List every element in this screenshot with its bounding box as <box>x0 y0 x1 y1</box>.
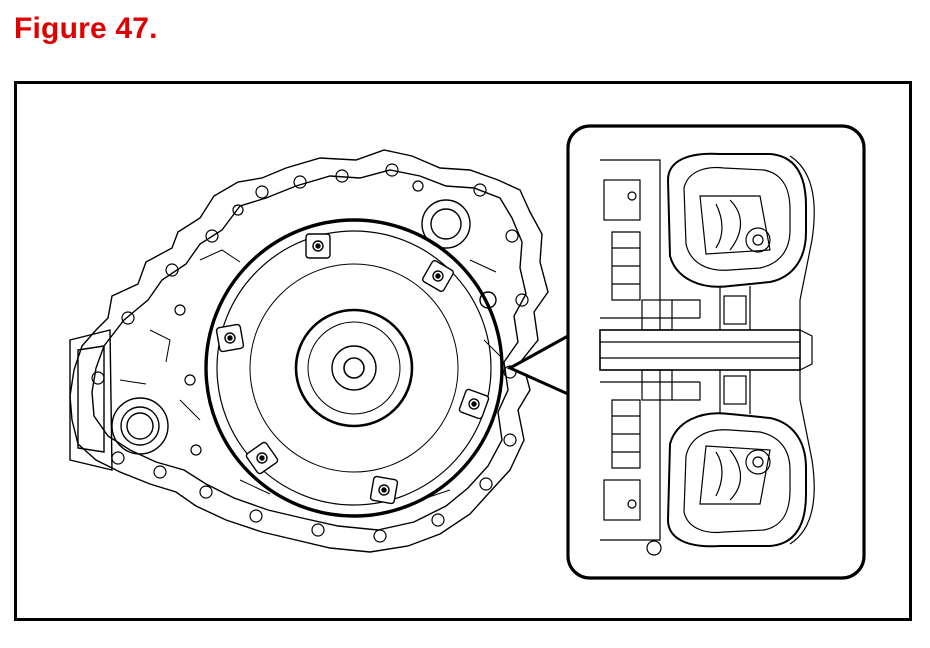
torque-converter <box>204 218 504 518</box>
bolt-icon <box>305 233 331 259</box>
transaxle-housing <box>69 149 549 553</box>
converter-mounting-bolts <box>215 233 490 505</box>
bolt-icon <box>245 441 279 475</box>
bolt-icon <box>369 475 399 505</box>
callout-pointer <box>506 334 569 396</box>
housing-bolt-bosses <box>91 163 529 543</box>
bolt-icon <box>422 260 454 292</box>
figure-title: Figure 47. <box>14 12 158 45</box>
cutaway-detail-panel <box>566 124 866 580</box>
bolt-icon <box>215 323 245 353</box>
bolt-icon <box>458 388 490 420</box>
